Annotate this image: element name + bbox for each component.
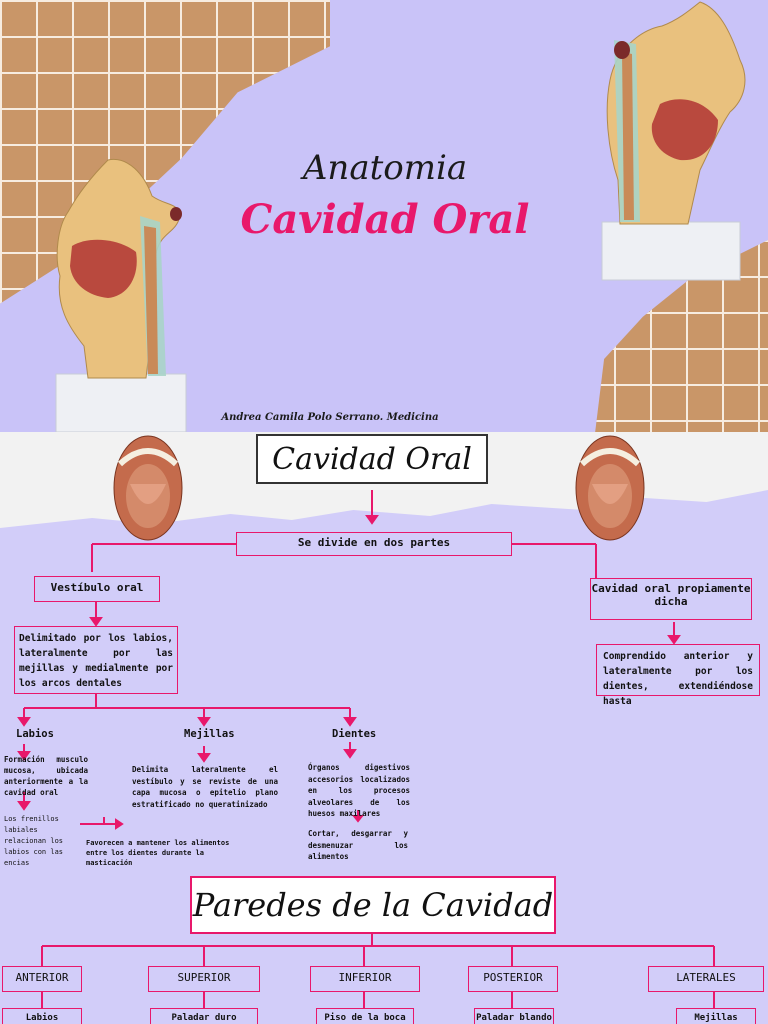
- author-credit: Andrea Camila Polo Serrano. Medicina: [210, 412, 450, 423]
- wall-head-posterior: POSTERIOR: [468, 966, 558, 992]
- dientes-note: Cortar, desgarrar y desmenuzar los alime…: [308, 828, 408, 863]
- cavidad-propia-description: Comprendido anterior y lateralmente por …: [596, 644, 760, 696]
- concept-map-title: Cavidad Oral: [256, 434, 488, 484]
- cavidad-propia-node: Cavidad oral propiamente dicha: [590, 578, 752, 620]
- labios-note: Los frenillos labiales relacionan los la…: [4, 814, 78, 868]
- wall-head-superior: SUPERIOR: [148, 966, 260, 992]
- walls-slide: Paredes de la Cavidad ANTERIOR SUPERIOR …: [0, 868, 768, 1024]
- wall-head-laterales: LATERALES: [648, 966, 764, 992]
- wall-item-superior: Paladar duro: [150, 1008, 258, 1024]
- mejillas-note: Favorecen a mantener los alimentos entre…: [86, 838, 236, 868]
- wall-item-posterior: Paladar blando: [474, 1008, 554, 1024]
- wall-head-anterior: ANTERIOR: [2, 966, 82, 992]
- wall-item-laterales: Mejillas: [676, 1008, 756, 1024]
- concept-map-slide: Cavidad Oral Se divide en dos partes Ves…: [0, 432, 768, 868]
- walls-title: Paredes de la Cavidad: [190, 876, 556, 934]
- labios-description: Formación musculo mucosa, ubicada anteri…: [4, 754, 88, 798]
- vestibulo-description: Delimitado por los labios, lateralmente …: [14, 626, 178, 694]
- dientes-description: Órganos digestivos accesorios localizado…: [308, 762, 410, 820]
- wall-item-inferior: Piso de la boca: [316, 1008, 414, 1024]
- slide-title-anatomia: Anatomia: [300, 148, 470, 188]
- wall-head-inferior: INFERIOR: [310, 966, 420, 992]
- dientes-label: Dientes: [332, 728, 376, 740]
- vestibulo-node: Vestíbulo oral: [34, 576, 160, 602]
- labios-label: Labios: [16, 728, 54, 740]
- title-slide: Anatomia Cavidad Oral Andrea Camila Polo…: [0, 0, 768, 432]
- mejillas-label: Mejillas: [184, 728, 235, 740]
- mejillas-description: Delimita lateralmente el vestíbulo y se …: [132, 764, 278, 810]
- walls-title-text: Paredes de la Cavidad: [193, 886, 553, 924]
- head-model-image: [48, 156, 188, 432]
- root-node: Se divide en dos partes: [236, 532, 512, 556]
- slide-title-cavidad-oral: Cavidad Oral: [238, 196, 532, 243]
- wall-item-anterior: Labios: [2, 1008, 82, 1024]
- head-model-image: [600, 0, 750, 282]
- concept-map-title-text: Cavidad Oral: [272, 442, 472, 477]
